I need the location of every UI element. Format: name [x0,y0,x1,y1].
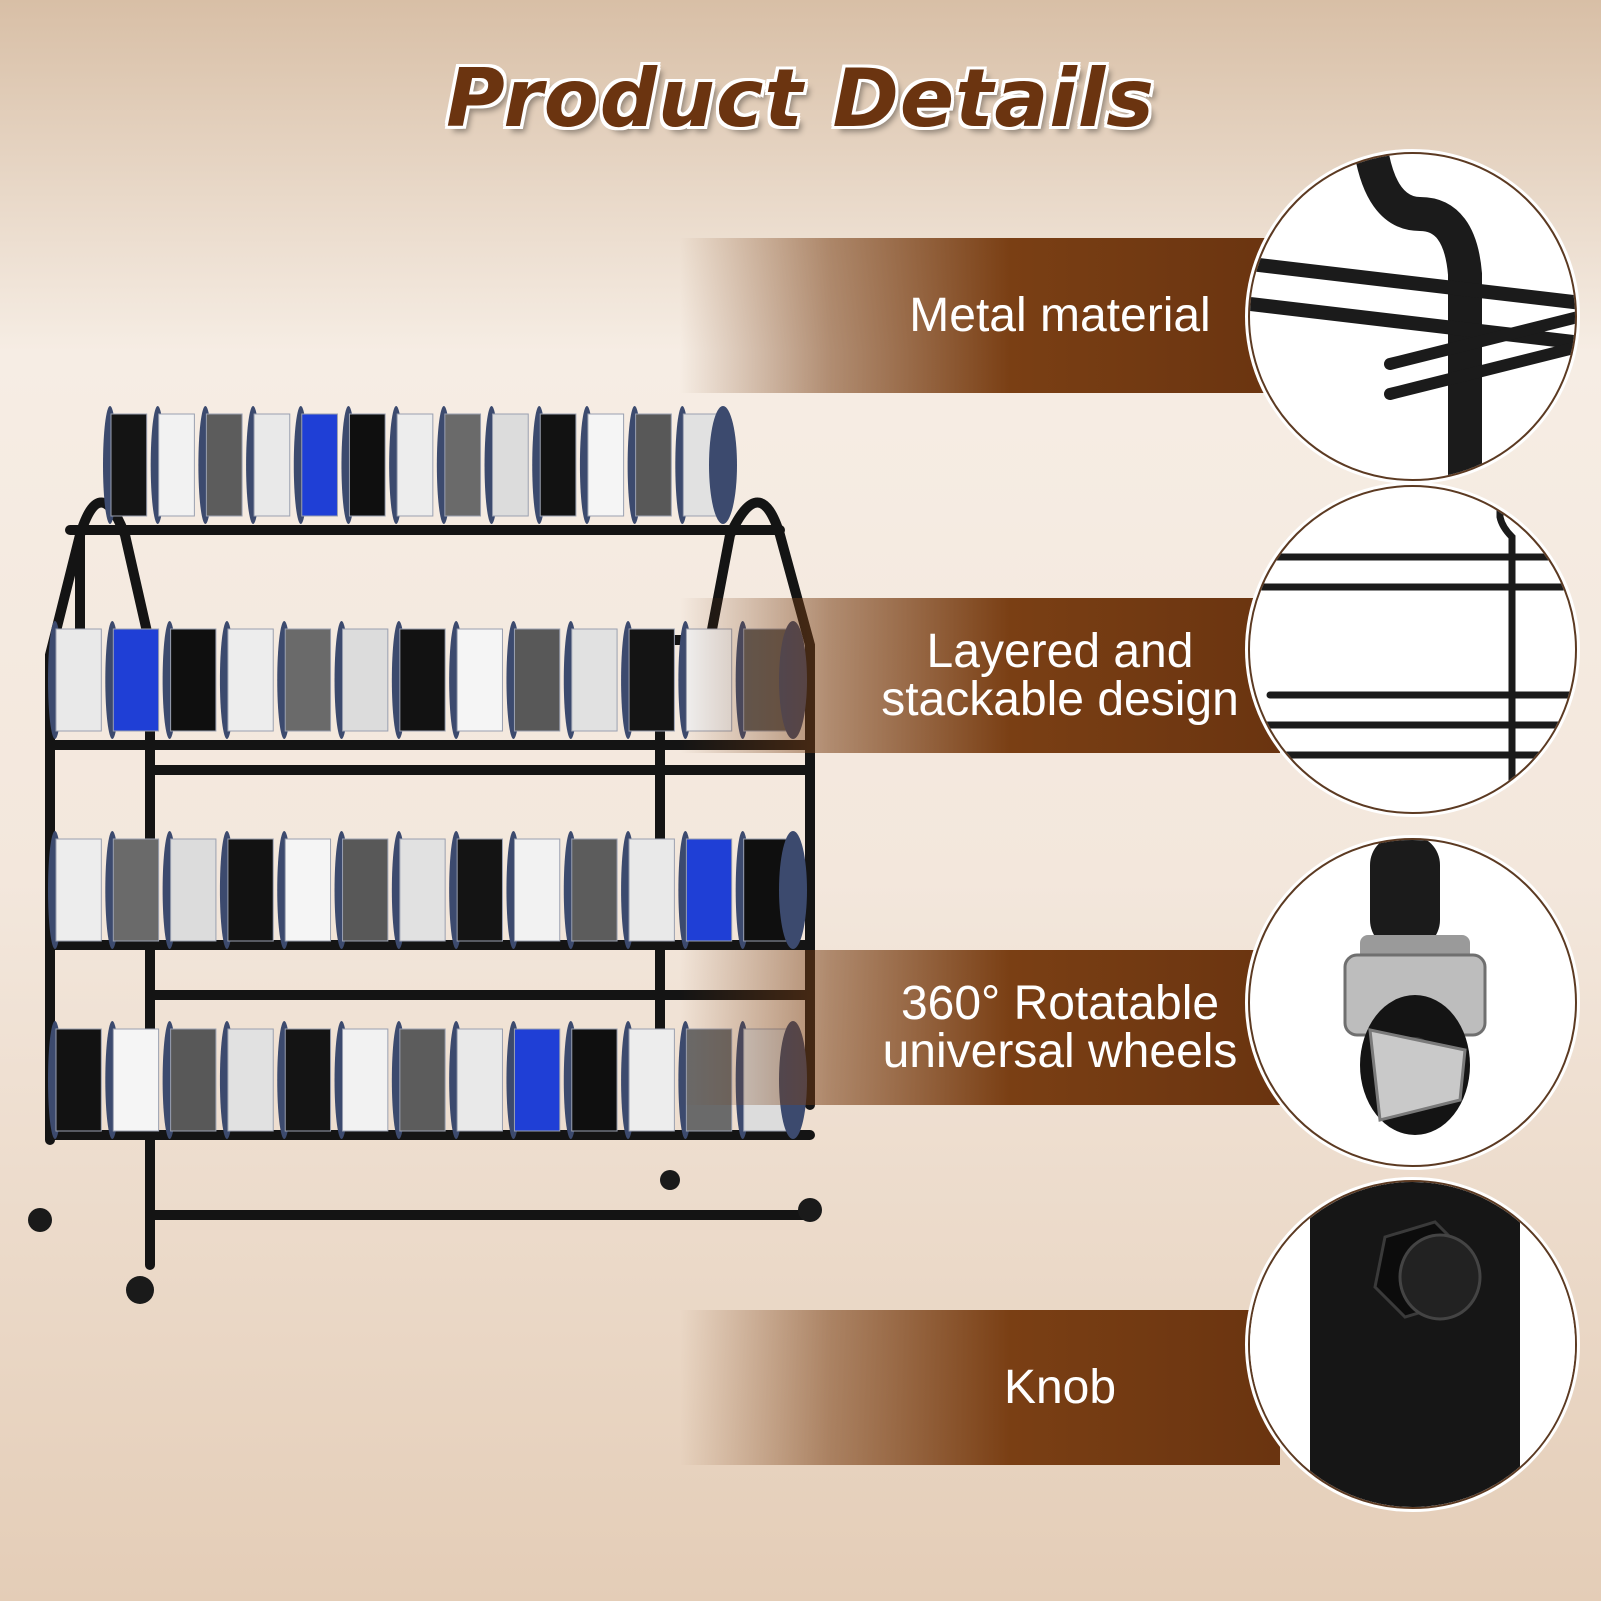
wheel-left-back [28,1208,52,1232]
filament-spool [678,831,733,949]
filament-spools [48,406,807,1139]
filament-spool [391,831,446,949]
filament-spool [48,621,102,739]
feature-label-metal: Metal material [909,288,1211,342]
spool-rack-illustration [28,406,822,1304]
filament-spool [449,1021,503,1139]
stacked-rails-detail-icon [1248,485,1577,814]
filament-spool [621,831,675,949]
filament-spool [436,406,482,524]
knob-detail-icon [1248,1180,1577,1509]
feature-label-layered: Layered and stackable design [881,624,1239,726]
spool-end-cap [709,406,737,524]
filament-spool [391,621,446,739]
filament-spool [334,1021,389,1139]
filament-spool [246,406,291,524]
filament-spool [627,406,672,524]
wheel-left-front [126,1276,154,1304]
wheel-right-back [798,1198,822,1222]
filament-spool [563,1021,618,1139]
wheel-right-front [660,1170,680,1190]
feature-band-metal: Metal material [680,238,1280,393]
page-title: Product Details [446,52,1155,145]
feature-label-knob: Knob [1003,1360,1117,1414]
filament-spool [449,831,503,949]
rack-frame [45,497,815,1270]
filament-spool [48,831,102,949]
filament-spool [162,621,217,739]
filament-spool [449,621,503,739]
filament-spool [277,621,332,739]
filament-spool [162,1021,217,1139]
filament-spool [277,831,332,949]
filament-spool [219,831,274,949]
filament-spool [532,406,577,524]
filament-spool [621,621,675,739]
filament-spool [103,406,148,524]
filament-spool [506,621,561,739]
filament-spool [293,406,338,524]
filament-spool [219,621,274,739]
filament-spool [219,1021,274,1139]
filament-spool [334,621,389,739]
feature-band-knob: Knob [680,1310,1280,1465]
rack-wheels [28,1170,822,1304]
filament-spool [389,406,434,524]
filament-spool [506,1021,561,1139]
filament-spool [334,831,389,949]
filament-spool [341,406,386,524]
filament-spool [105,621,160,739]
feature-label-wheels: 360° Rotatable universal wheels [882,976,1238,1078]
filament-spool [484,406,529,524]
filament-spool [105,1021,160,1139]
filament-spool [105,831,160,949]
filament-spool [277,1021,332,1139]
filament-spool [621,1021,675,1139]
feature-band-layered: Layered and stackable design [680,598,1280,753]
filament-spool [735,831,790,949]
filament-spool [198,406,243,524]
filament-spool [48,1021,102,1139]
metal-tube-detail-icon [1248,152,1577,481]
filament-spool [506,831,561,949]
filament-spool [150,406,195,524]
filament-spool [563,831,618,949]
caster-wheel-detail-icon [1248,838,1577,1167]
filament-spool [579,406,625,524]
filament-spool [391,1021,446,1139]
filament-spool [563,621,618,739]
spool-end-cap [779,831,807,949]
filament-spool [162,831,217,949]
feature-band-wheels: 360° Rotatable universal wheels [680,950,1280,1105]
